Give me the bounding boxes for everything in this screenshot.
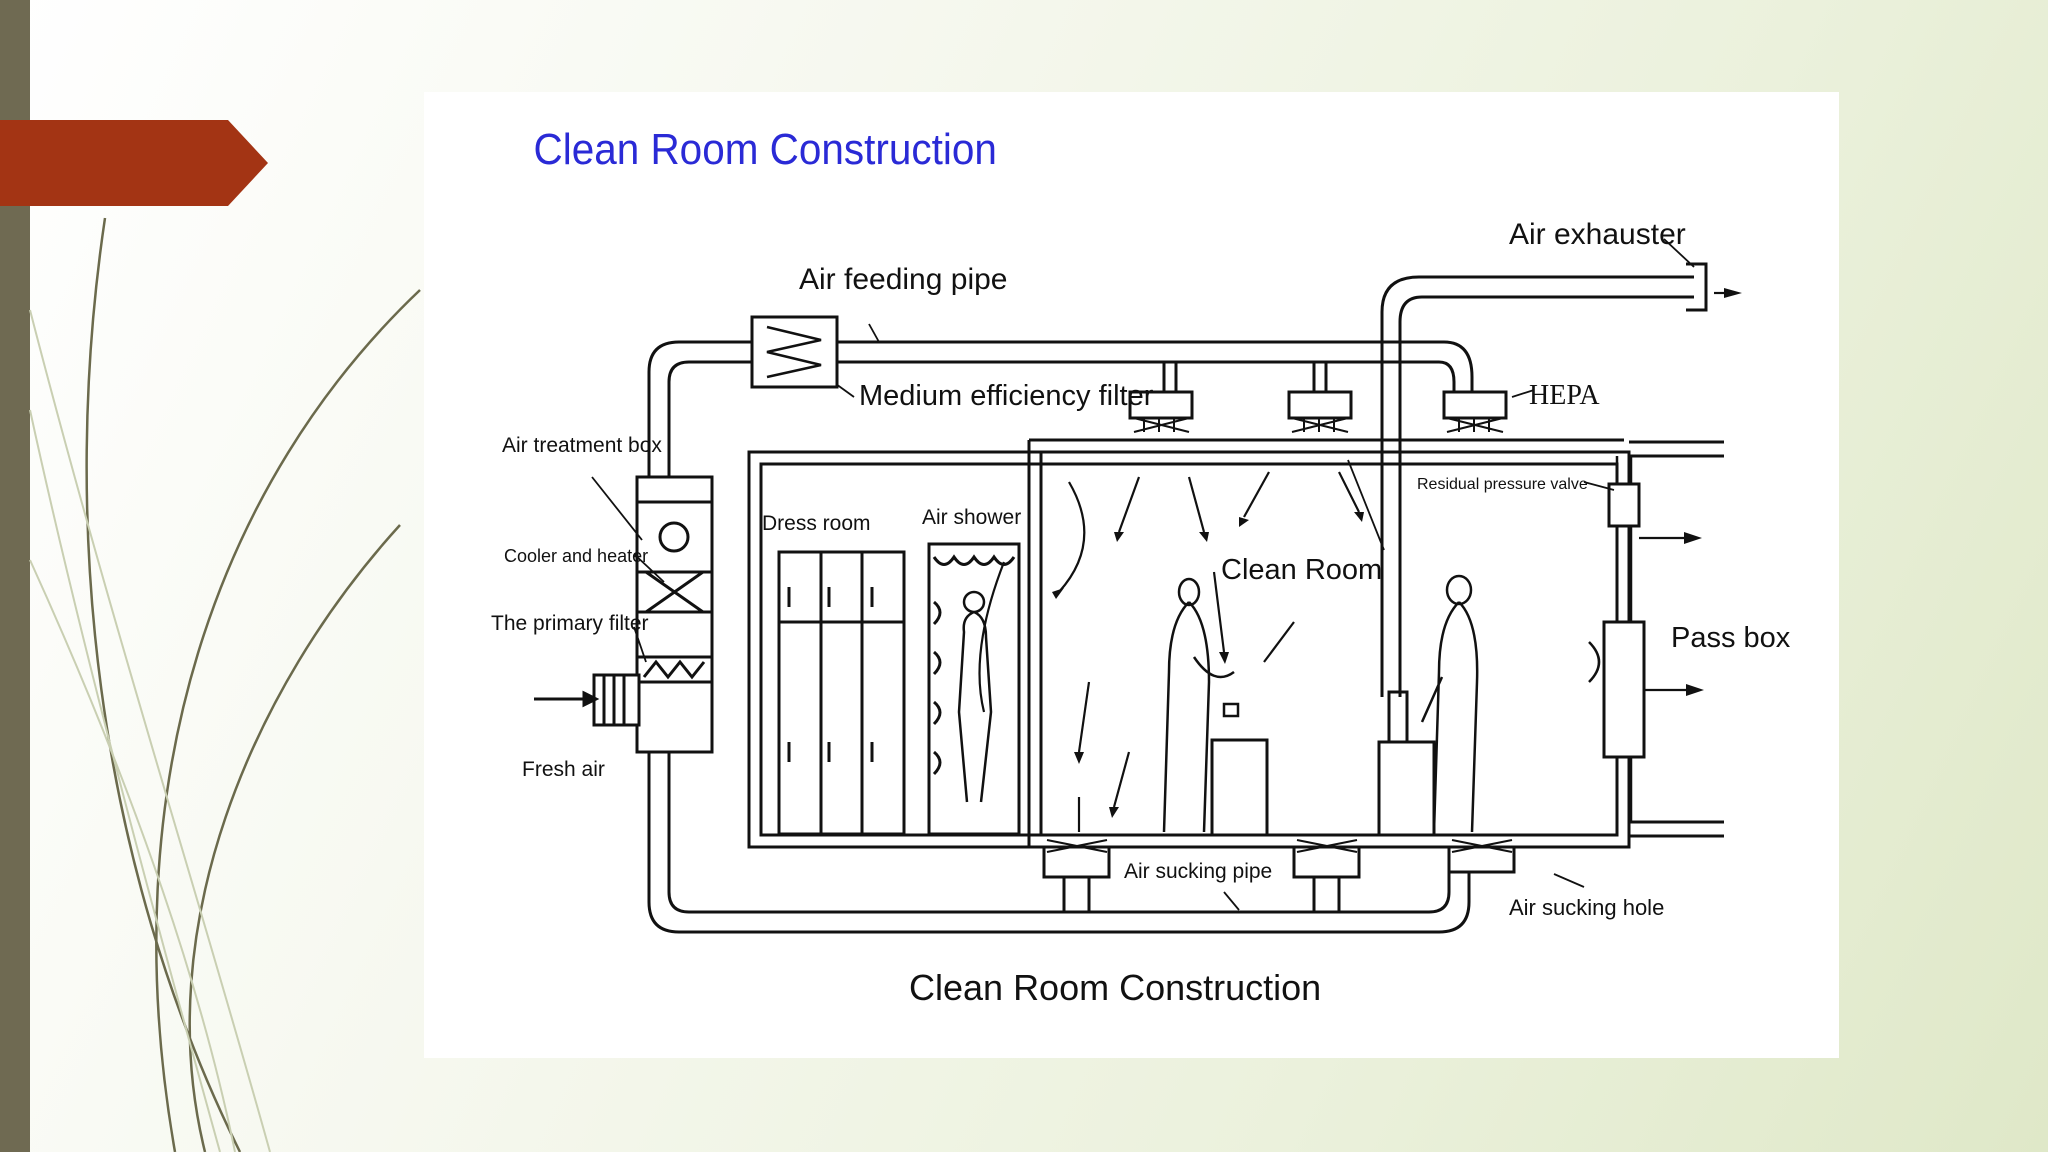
people-silhouettes bbox=[957, 574, 1479, 833]
label-air-sucking-hole: Air sucking hole bbox=[1509, 895, 1664, 920]
label-dress-room: Dress room bbox=[762, 512, 871, 535]
label-air-exhauster: Air exhauster bbox=[1509, 218, 1686, 251]
label-medium-efficiency-filter: Medium efficiency filter bbox=[859, 380, 1154, 412]
label-hepa: HEPA bbox=[1529, 380, 1600, 411]
label-air-treatment-box: Air treatment box bbox=[502, 434, 662, 457]
decorative-swooshes bbox=[29, 217, 421, 1152]
ducts-and-walls bbox=[534, 262, 1724, 934]
label-fresh-air: Fresh air bbox=[522, 758, 605, 781]
clean-room-diagram: Clean Room Construction Clean Room Const… bbox=[491, 124, 1791, 1008]
label-residual-pressure-valve: Residual pressure valve bbox=[1417, 476, 1588, 493]
diagram-image-panel: Clean Room Construction Clean Room Const… bbox=[424, 92, 1839, 1058]
label-pass-box: Pass box bbox=[1671, 622, 1791, 654]
airflow-arrowheads bbox=[1052, 288, 1742, 818]
label-clean-room: Clean Room bbox=[1221, 554, 1382, 586]
leader-lines bbox=[591, 238, 1695, 911]
airflow-arrows bbox=[978, 471, 1360, 832]
label-air-shower: Air shower bbox=[922, 506, 1021, 529]
diagram-title: Clean Room Construction bbox=[533, 124, 996, 173]
title-arrow-tag bbox=[0, 120, 268, 206]
label-cooler-and-heater: Cooler and heater bbox=[504, 546, 648, 566]
hepa-filter-meshes bbox=[1046, 417, 1513, 853]
label-air-feeding-pipe: Air feeding pipe bbox=[799, 263, 1007, 296]
diagram-caption: Clean Room Construction bbox=[909, 967, 1321, 1008]
label-primary-filter: The primary filter bbox=[491, 612, 649, 635]
label-air-sucking-pipe: Air sucking pipe bbox=[1124, 860, 1272, 883]
exit-arrows bbox=[1639, 291, 1726, 692]
